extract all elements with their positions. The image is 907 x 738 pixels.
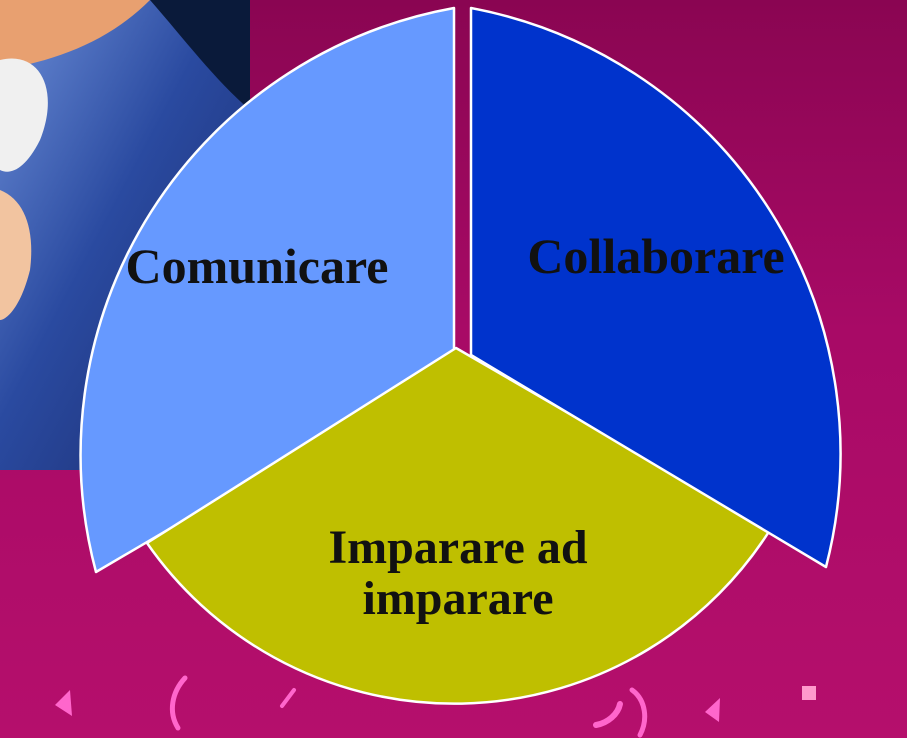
confetti-streak-1 xyxy=(280,688,296,708)
confetti-decoration xyxy=(55,675,816,738)
confetti-triangle-2 xyxy=(705,698,720,722)
label-imparare-line-1: Imparare ad xyxy=(328,521,587,574)
photo-glasses xyxy=(0,58,48,172)
confetti-curl-1 xyxy=(169,675,188,731)
photo-dark-corner xyxy=(150,0,250,110)
segment-collaborare xyxy=(469,6,842,569)
confetti-triangle-1 xyxy=(55,690,72,716)
label-comunicare: Comunicare xyxy=(126,238,389,294)
confetti-square xyxy=(802,686,816,700)
segment-comunicare xyxy=(79,6,456,574)
photo-skin-top xyxy=(0,0,150,70)
photo-hand xyxy=(0,190,32,320)
label-imparare-line-2: imparare xyxy=(362,572,553,625)
cycle-diagram: Comunicare Collaborare Imparare ad impar… xyxy=(79,6,842,705)
label-collaborare: Collaborare xyxy=(527,228,784,284)
confetti-curl-2 xyxy=(593,701,623,728)
confetti-curl-3 xyxy=(629,687,648,738)
segment-imparare xyxy=(145,346,772,705)
